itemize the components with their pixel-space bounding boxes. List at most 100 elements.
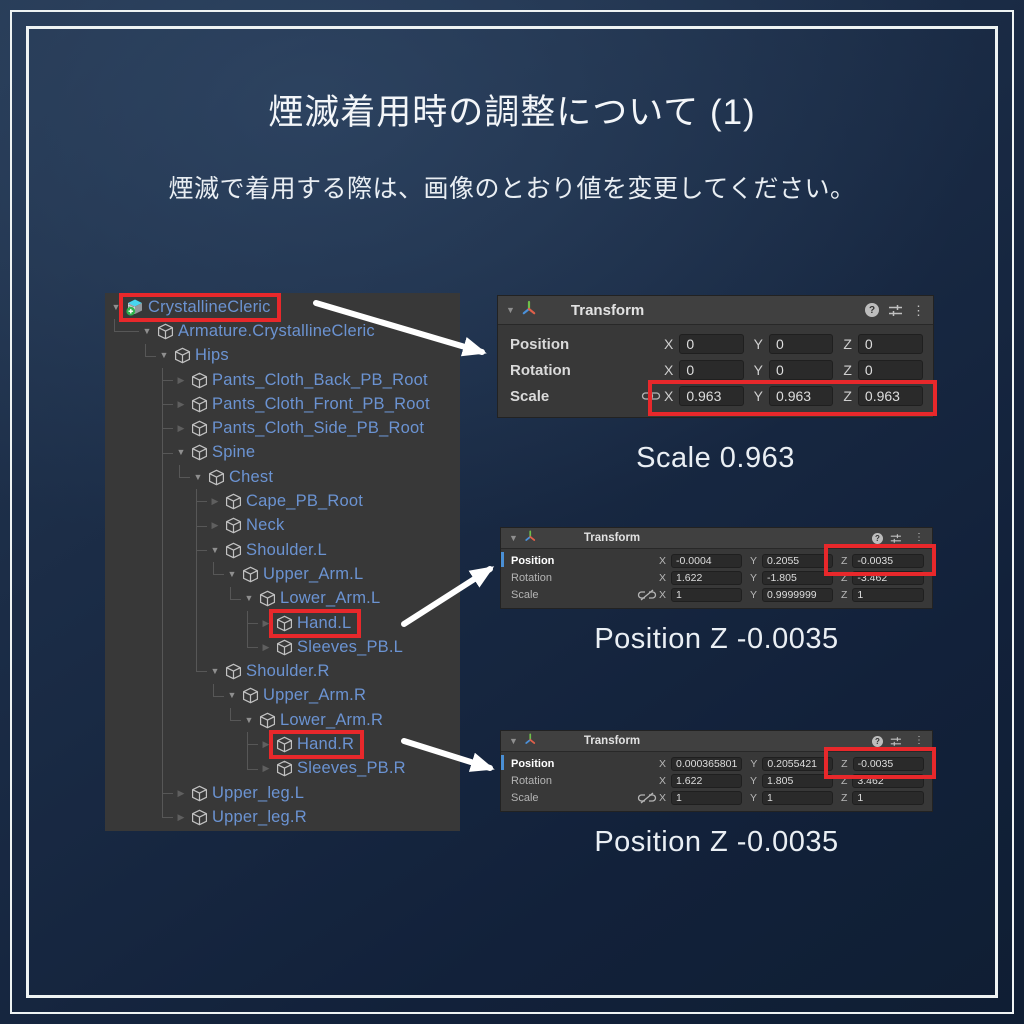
unlink-icon[interactable]: [637, 589, 657, 601]
menu-icon[interactable]: ⋮: [914, 532, 924, 543]
tree-row-main[interactable]: Upper_Arm.R: [239, 685, 372, 706]
tree-row-main[interactable]: Hand.R: [268, 729, 365, 759]
axis-field[interactable]: -0.0035: [852, 756, 924, 771]
tree-row-main[interactable]: Armature.CrystallineCleric: [154, 321, 381, 342]
foldout-icon[interactable]: ▶: [262, 738, 270, 749]
link-slot[interactable]: [635, 589, 659, 601]
help-icon[interactable]: ?: [865, 303, 879, 317]
tree-row[interactable]: ▶ Hand.R: [105, 729, 460, 759]
foldout-icon[interactable]: ▼: [244, 593, 254, 604]
tree-row[interactable]: ▶ Cape_PB_Root: [105, 489, 460, 514]
foldout-icon[interactable]: ▶: [211, 520, 219, 531]
foldout-icon[interactable]: ▶: [177, 374, 185, 385]
tree-row[interactable]: ▶ Sleeves_PB.L: [105, 635, 460, 660]
help-icon[interactable]: ?: [872, 735, 883, 747]
foldout-icon[interactable]: ▶: [177, 811, 185, 822]
axis-field[interactable]: 1.622: [671, 570, 742, 585]
axis-field[interactable]: 0.963: [857, 386, 924, 406]
tree-row[interactable]: ▶ Upper_leg.R: [105, 805, 460, 829]
tree-row[interactable]: ▶ Pants_Cloth_Front_PB_Root: [105, 392, 460, 417]
unlink-icon[interactable]: [637, 792, 657, 804]
tree-row-main[interactable]: Lower_Arm.L: [256, 588, 386, 609]
axis-field[interactable]: 0.000365801: [671, 756, 743, 771]
tree-row-main[interactable]: Hand.L: [268, 608, 362, 638]
foldout-icon[interactable]: ▶: [262, 763, 270, 774]
tree-row[interactable]: ▶ Pants_Cloth_Side_PB_Root: [105, 416, 460, 441]
tree-row-main[interactable]: Pants_Cloth_Side_PB_Root: [188, 418, 430, 439]
axis-field[interactable]: -0.0035: [852, 553, 924, 568]
axis-field[interactable]: 0.2055421: [762, 756, 834, 771]
tree-row-main[interactable]: Shoulder.R: [222, 661, 336, 682]
foldout-icon[interactable]: ▼: [176, 447, 186, 458]
tree-row[interactable]: ▼ Upper_Arm.L: [105, 562, 460, 587]
foldout-icon[interactable]: ▶: [262, 641, 270, 652]
tree-row[interactable]: ▼ Shoulder.R: [105, 659, 460, 684]
tree-row-main[interactable]: Sleeves_PB.R: [273, 758, 412, 779]
axis-field[interactable]: 0.9999999: [762, 587, 833, 602]
panel-foldout-icon[interactable]: ▼: [509, 533, 518, 543]
link-slot[interactable]: [635, 792, 659, 804]
tree-row-main[interactable]: Chest: [205, 467, 279, 488]
presets-icon-slot[interactable]: [888, 304, 912, 317]
tree-row[interactable]: ▼ Armature.CrystallineCleric: [105, 319, 460, 343]
presets-icon-slot[interactable]: [890, 532, 914, 545]
link-icon[interactable]: [641, 390, 661, 402]
foldout-icon[interactable]: ▶: [262, 617, 270, 628]
tree-row[interactable]: ▼ Lower_Arm.R: [105, 708, 460, 733]
axis-field[interactable]: -3.462: [852, 570, 924, 585]
foldout-icon[interactable]: ▼: [210, 666, 220, 677]
tree-row-main[interactable]: Sleeves_PB.L: [273, 637, 409, 658]
presets-icon[interactable]: [890, 533, 902, 543]
axis-field[interactable]: 0: [769, 334, 834, 354]
tree-row[interactable]: ▶ Upper_leg.L: [105, 780, 460, 806]
foldout-icon[interactable]: ▶: [177, 787, 185, 798]
panel-foldout-icon[interactable]: ▼: [509, 736, 518, 746]
tree-row[interactable]: ▼ Upper_Arm.R: [105, 683, 460, 709]
tree-row[interactable]: ▼ Spine: [105, 440, 460, 466]
help-icon[interactable]: ?: [872, 532, 883, 544]
tree-row-main[interactable]: Upper_Arm.L: [239, 564, 369, 585]
axis-field[interactable]: 0: [769, 360, 834, 380]
foldout-icon[interactable]: ▶: [177, 398, 185, 409]
axis-field[interactable]: -0.0004: [671, 553, 742, 568]
tree-row-main[interactable]: Hips: [171, 345, 235, 366]
tree-row[interactable]: ▼ CrystallineCleric: [105, 293, 460, 322]
foldout-icon[interactable]: ▼: [244, 714, 254, 725]
tree-row[interactable]: ▼ Lower_Arm.L: [105, 586, 460, 611]
presets-icon[interactable]: [890, 736, 902, 746]
panel-foldout-icon[interactable]: ▼: [506, 305, 515, 315]
foldout-icon[interactable]: ▼: [227, 690, 237, 701]
axis-field[interactable]: 0: [857, 360, 924, 380]
tree-row-main[interactable]: Spine: [188, 442, 261, 463]
tree-row-main[interactable]: Pants_Cloth_Back_PB_Root: [188, 370, 434, 391]
tree-row[interactable]: ▼ Chest: [105, 465, 460, 490]
tree-row-main[interactable]: Upper_leg.L: [188, 783, 310, 804]
tree-row-main[interactable]: Upper_leg.R: [188, 807, 313, 828]
tree-row[interactable]: ▶ Sleeves_PB.R: [105, 756, 460, 781]
axis-field[interactable]: 0.2055: [762, 553, 833, 568]
tree-row-main[interactable]: Shoulder.L: [222, 540, 333, 561]
foldout-icon[interactable]: ▼: [193, 471, 203, 482]
axis-field[interactable]: -1.805: [762, 570, 833, 585]
axis-field[interactable]: 3.462: [852, 773, 924, 788]
presets-icon-slot[interactable]: [890, 735, 914, 748]
tree-row-main[interactable]: Neck: [222, 515, 290, 536]
axis-field[interactable]: 1: [852, 587, 924, 602]
axis-field[interactable]: 0.963: [769, 386, 834, 406]
foldout-icon[interactable]: ▼: [159, 350, 169, 361]
foldout-icon[interactable]: ▼: [210, 544, 220, 555]
foldout-icon[interactable]: ▶: [211, 496, 219, 507]
axis-field[interactable]: 1: [671, 587, 742, 602]
tree-row[interactable]: ▼ Shoulder.L: [105, 537, 460, 563]
tree-row[interactable]: ▶ Neck: [105, 513, 460, 538]
tree-row[interactable]: ▼ Hips: [105, 343, 460, 368]
axis-field[interactable]: 1: [852, 790, 924, 805]
foldout-icon[interactable]: ▼: [142, 325, 152, 336]
foldout-icon[interactable]: ▶: [177, 423, 185, 434]
tree-row-main[interactable]: Lower_Arm.R: [256, 710, 389, 731]
foldout-icon[interactable]: ▼: [227, 568, 237, 579]
presets-icon[interactable]: [888, 304, 903, 317]
axis-field[interactable]: 0: [857, 334, 924, 354]
tree-row-main[interactable]: Pants_Cloth_Front_PB_Root: [188, 394, 436, 415]
tree-row[interactable]: ▶ Pants_Cloth_Back_PB_Root: [105, 367, 460, 393]
